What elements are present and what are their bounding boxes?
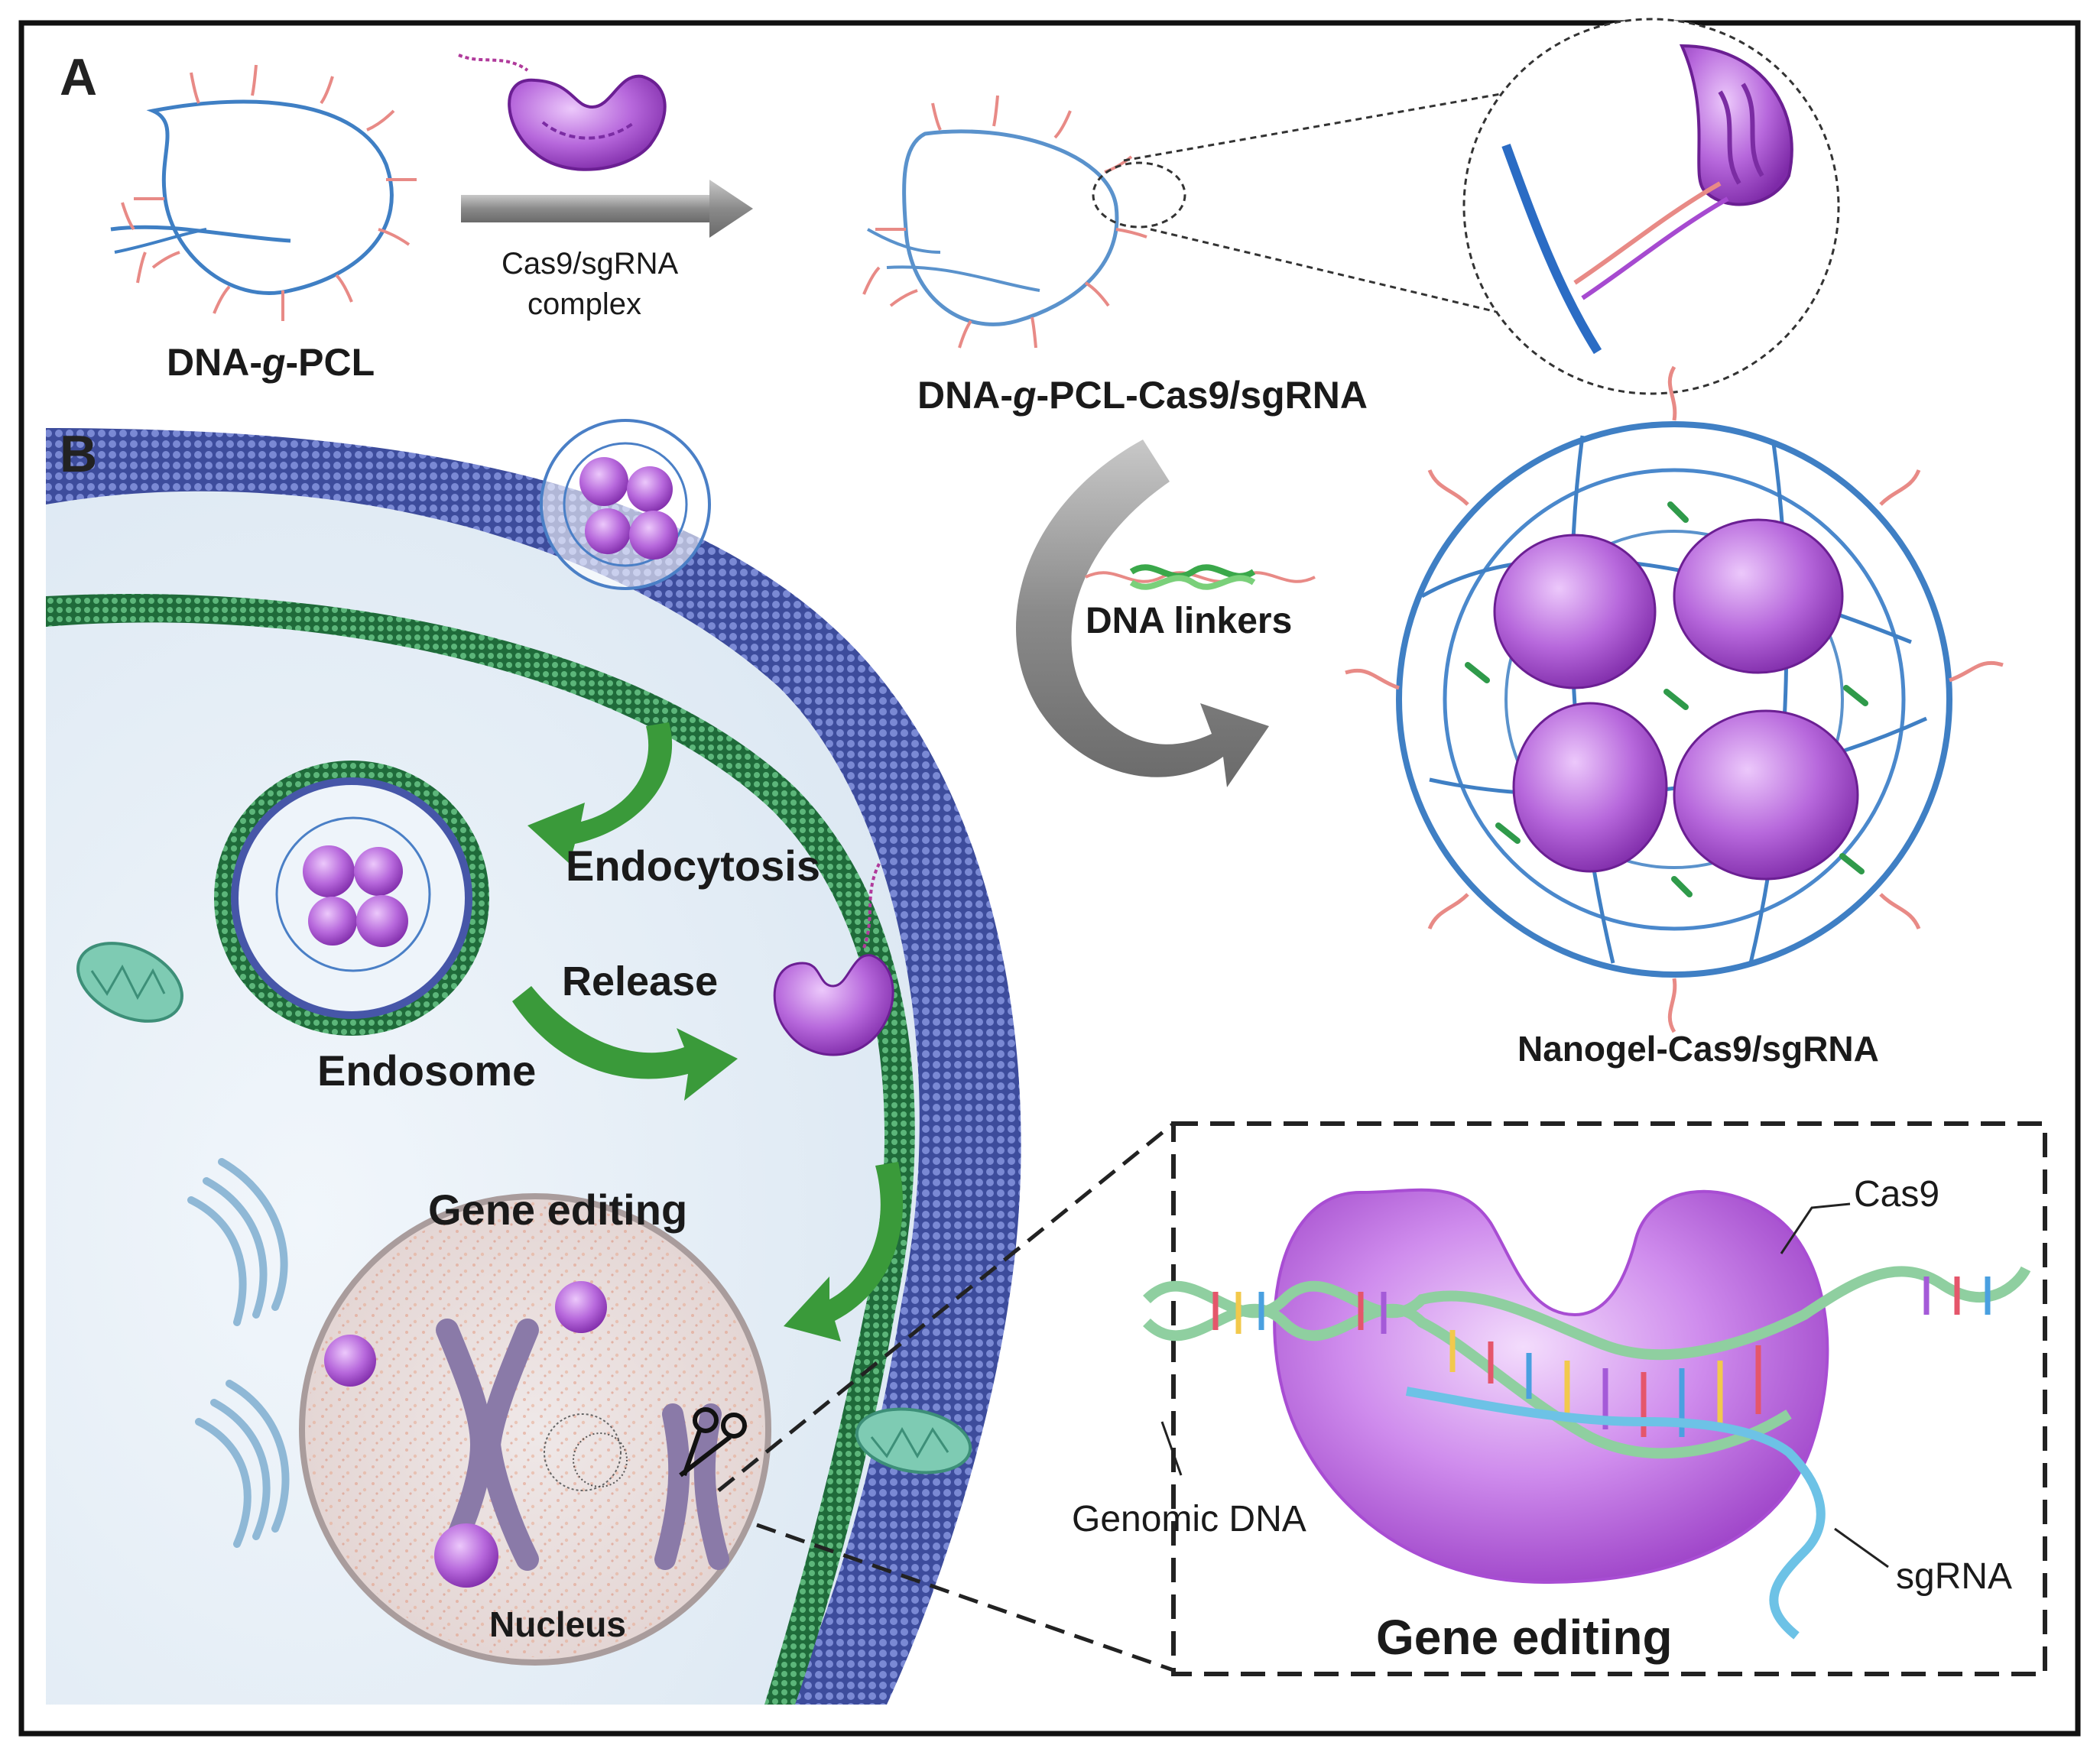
release-label: Release <box>562 959 719 1004</box>
cas9-sgrna-complex <box>458 54 667 171</box>
genomic-dna-label: Genomic DNA <box>1072 1499 1306 1539</box>
grafted-dna-strand <box>251 64 258 96</box>
grafted-dna-strand <box>151 251 180 269</box>
dna-g-pcl-cas9-conjugate <box>862 95 1147 349</box>
grafted-dna-strand <box>1115 228 1147 238</box>
grafted-dna-strand <box>931 102 942 131</box>
nanogel-at-membrane <box>540 419 711 590</box>
conjugate-label: DNA-g-PCL-Cas9/sgRNA <box>917 374 1368 417</box>
grafted-dna-strand <box>992 95 999 127</box>
cell-membrane <box>46 428 1021 1705</box>
grafted-dna-strand <box>213 285 231 314</box>
panel-b-letter: B <box>60 425 98 483</box>
endocytosis-arrow <box>527 722 673 864</box>
dna-g-pcl-polymer <box>110 64 417 321</box>
dna-g-pcl-label: DNA-g-PCL <box>167 341 375 384</box>
complex-label-line2: complex <box>527 287 641 321</box>
inner-membrane <box>46 594 915 1705</box>
endocytosis-label: Endocytosis <box>566 842 820 890</box>
released-cas9 <box>773 863 894 1056</box>
dna-linker <box>1085 564 1316 590</box>
nuclear-entry-arrow <box>784 1162 904 1341</box>
grafted-dna-strand <box>136 251 147 284</box>
grafted-dna-strand <box>366 109 395 131</box>
grafted-dna-strand <box>889 289 918 307</box>
grafted-dna-strand <box>121 202 135 231</box>
nucleus-label: Nucleus <box>489 1604 626 1644</box>
zoom-line-bottom <box>756 1523 1174 1672</box>
gene-editing-inset <box>1143 1121 2047 1676</box>
sgrna-label: sgRNA <box>1896 1556 2013 1597</box>
zoom-line-top <box>717 1122 1175 1492</box>
nucleus <box>299 1193 771 1666</box>
endosome <box>214 761 489 1036</box>
grafted-dna-strand <box>190 72 200 104</box>
nucleus-gene-editing-label: Gene editing <box>428 1186 688 1234</box>
endosome-label: Endosome <box>317 1046 537 1095</box>
grafted-dna-strand <box>958 320 972 349</box>
golgi-apparatus <box>187 1158 290 1548</box>
nanogel-cas9-sgrna <box>1345 365 2004 1033</box>
cas9-label: Cas9 <box>1854 1174 1940 1215</box>
inset-gene-editing-title: Gene editing <box>1376 1610 1673 1665</box>
grafted-dna-strand <box>378 228 411 246</box>
complexation-arrow <box>461 180 753 238</box>
zoom-detail <box>1092 18 1840 395</box>
grafted-dna-strand <box>1053 110 1072 139</box>
grafted-dna-strand <box>1084 281 1110 307</box>
mitochondrion-left <box>76 942 183 1023</box>
nanogel-label: Nanogel-Cas9/sgRNA <box>1517 1029 1879 1069</box>
grafted-dna-strand <box>335 274 353 303</box>
grafted-dna-strand <box>862 266 881 295</box>
mitochondrion-right <box>855 1407 972 1474</box>
release-arrow <box>512 986 738 1101</box>
grafted-dna-strand <box>1031 316 1037 349</box>
complex-label-line1: Cas9/sgRNA <box>501 247 679 281</box>
crosslink-arrow <box>1015 440 1269 787</box>
grafted-dna-strand <box>320 76 334 105</box>
panel-a-letter: A <box>60 48 98 106</box>
dna-linkers-label: DNA linkers <box>1086 601 1293 641</box>
